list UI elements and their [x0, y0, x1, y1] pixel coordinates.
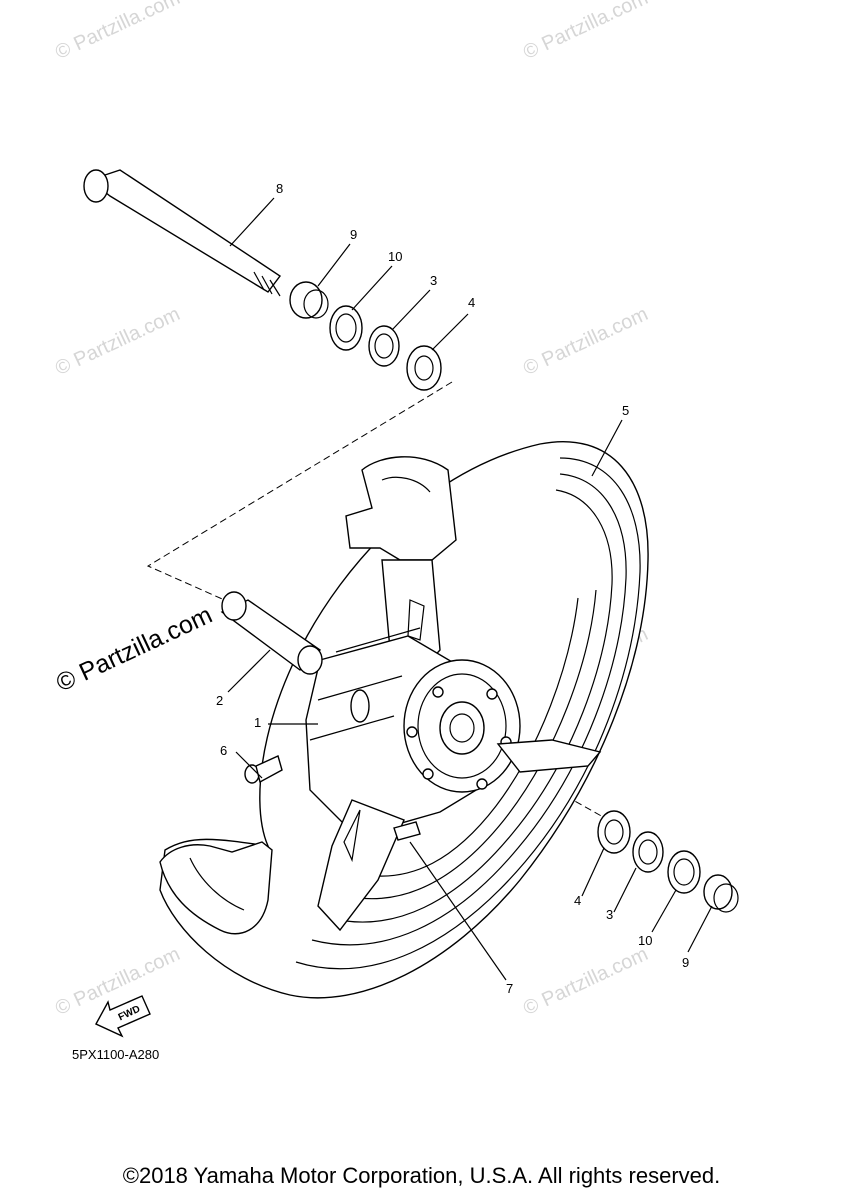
callout-10-lower: 10	[638, 933, 653, 948]
callout-9: 9	[350, 227, 358, 242]
leader-lines	[227, 197, 713, 981]
assembly-dashed-line	[146, 381, 453, 664]
callout-7: 7	[506, 981, 514, 996]
lower-spacer-group	[597, 810, 739, 913]
diagram-code: 5PX1100-A280	[72, 1047, 160, 1062]
tire-valve	[244, 755, 283, 784]
fwd-arrow-icon	[95, 995, 151, 1038]
wheel-axle	[83, 169, 282, 297]
callout-3: 3	[430, 273, 438, 288]
upper-spacer-group	[289, 281, 442, 391]
callout-2: 2	[216, 693, 224, 708]
copyright-notice: ©2018 Yamaha Motor Corporation, U.S.A. A…	[122, 1163, 721, 1188]
callout-3-lower: 3	[606, 907, 614, 922]
callout-6: 6	[220, 743, 228, 758]
callout-4: 4	[468, 295, 476, 310]
callout-1: 1	[254, 715, 262, 730]
callout-10: 10	[388, 249, 403, 264]
callout-8: 8	[276, 181, 284, 196]
lower-spokes	[317, 739, 602, 932]
balance-weight	[393, 821, 421, 841]
callout-5: 5	[622, 403, 630, 418]
collar	[220, 591, 323, 675]
callout-4-lower: 4	[574, 893, 582, 908]
wheel-hub	[305, 627, 521, 837]
callout-9-lower: 9	[682, 955, 690, 970]
upper-spoke	[345, 456, 457, 673]
